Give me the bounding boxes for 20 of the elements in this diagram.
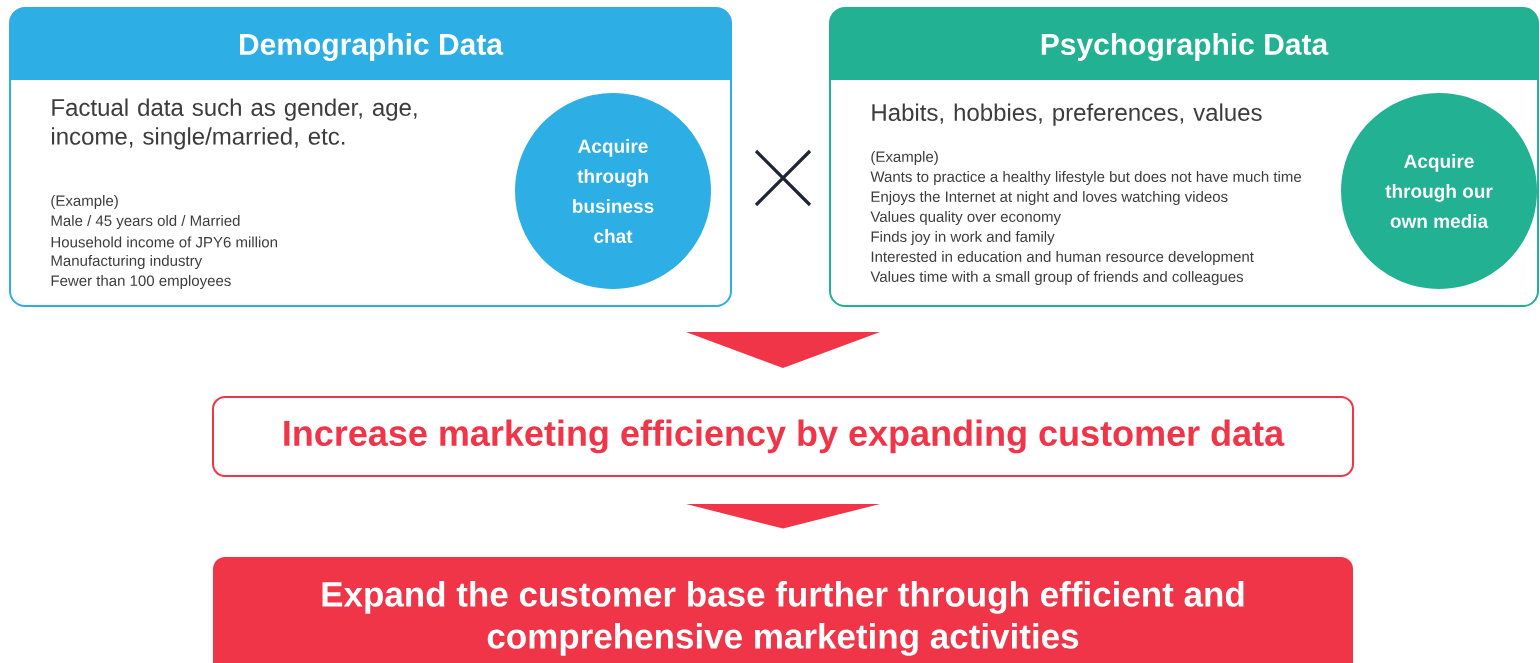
description-text: Habits, hobbies, preferences, values [872, 103, 1262, 126]
card-heading: Psychographic Data [1041, 32, 1329, 62]
description-text: Factual data such as gender, age, income, single/married, etc. [52, 98, 417, 150]
example-line: Manufacturing industry [51, 255, 203, 269]
example-line: Household income of JPY6 million [51, 236, 277, 248]
result-box: Increase marketing efficiency by expanding customer data [212, 396, 1354, 477]
example-line: Wants to practice a healthy lifestyle but does not have much time [870, 171, 1302, 185]
chevron-arrow [686, 332, 880, 368]
example-line: Finds joy in work and family [871, 231, 1055, 245]
example-line: (Example) [51, 195, 118, 209]
example-line: Values quality over economy [870, 211, 1061, 225]
chevron-arrow [686, 504, 880, 529]
example-line: Interested in education and human resource development [871, 251, 1254, 265]
example-line: Fewer than 100 employees [51, 275, 231, 289]
goal-box: Expand the customer base further through efficient and comprehensive marketing activities [213, 557, 1353, 663]
example-line: Male / 45 years old / Married [51, 215, 240, 229]
card-heading: Demographic Data [240, 32, 504, 62]
example-line: Enjoys the Internet at night and loves watching videos [871, 191, 1228, 205]
example-line: (Example) [871, 151, 938, 165]
example-line: Values time with a small group of friends and colleagues [870, 271, 1244, 285]
